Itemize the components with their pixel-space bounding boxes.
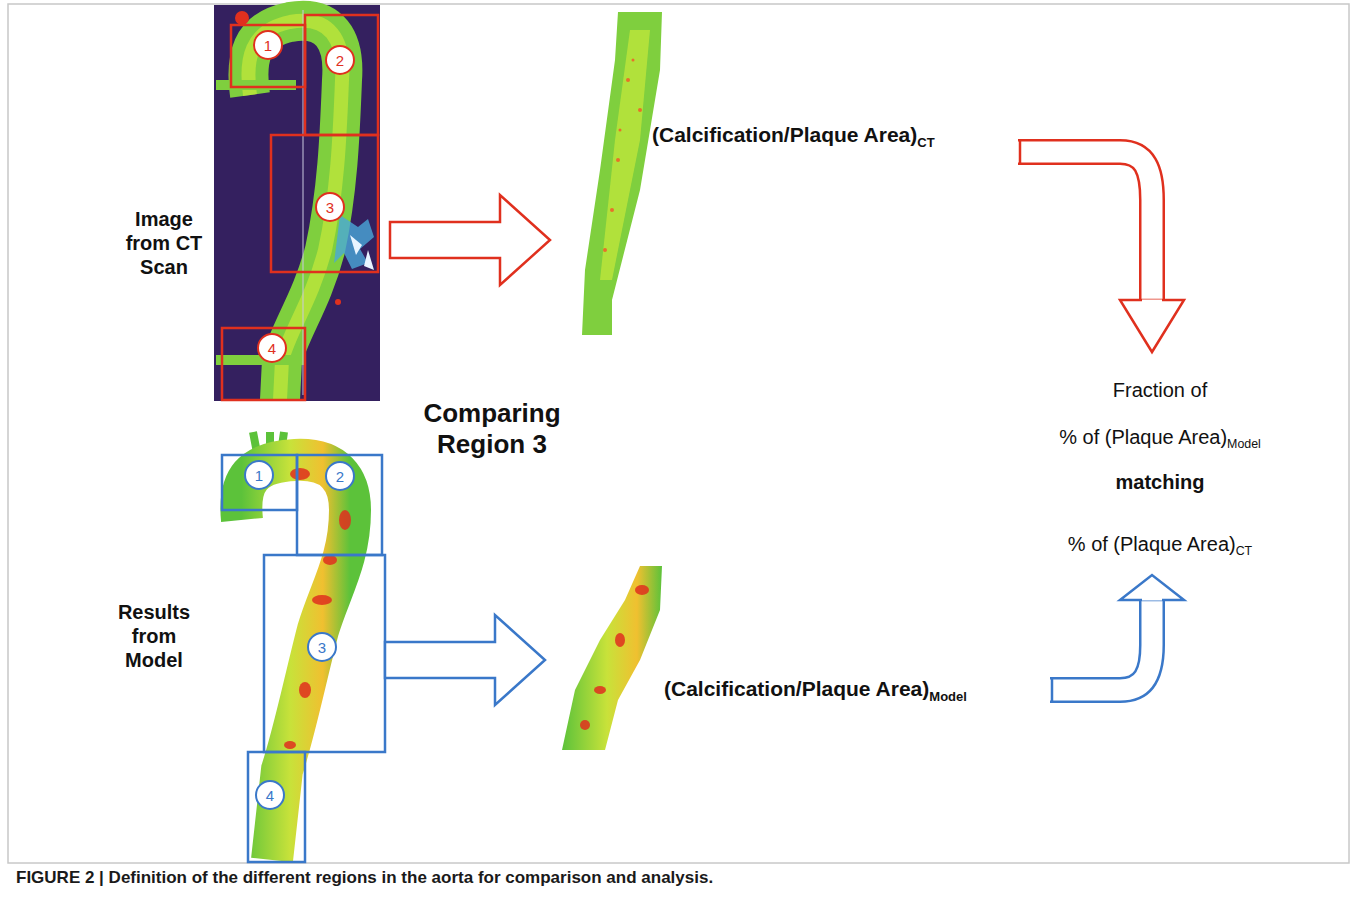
hollow-arrow <box>385 615 545 705</box>
region-number-circle: 4 <box>257 333 287 363</box>
result-text-box: % of (Plaque Area)Model <box>1020 425 1300 452</box>
row-label: Results from Model <box>118 601 190 671</box>
region-number-circle: 2 <box>325 461 355 491</box>
result-text-box: % of (Plaque Area)CT <box>1020 532 1300 559</box>
region-number: 4 <box>266 788 274 803</box>
model-aorta <box>222 432 385 862</box>
result-text: % of (Plaque Area) <box>1068 533 1236 555</box>
curved-arrow <box>1050 575 1184 703</box>
result-text-subscript: Model <box>1227 437 1261 451</box>
region-number-circle: 1 <box>244 460 274 490</box>
region-number: 3 <box>318 640 326 655</box>
region-number: 1 <box>264 38 272 53</box>
region-number: 1 <box>255 468 263 483</box>
ratio-label-subscript: Model <box>929 689 967 704</box>
comparison-title-box: Comparing Region 3 <box>392 398 592 460</box>
hollow-arrow <box>390 195 550 285</box>
region-number: 4 <box>268 341 276 356</box>
region-number: 2 <box>336 53 344 68</box>
region-number: 2 <box>336 469 344 484</box>
curved-arrow <box>1018 139 1184 352</box>
result-text-subscript: CT <box>1236 544 1253 558</box>
ct-crop <box>582 12 662 335</box>
ratio-label: (Calcification/Plaque Area) <box>664 677 929 700</box>
ratio-label: (Calcification/Plaque Area) <box>652 123 917 146</box>
comparison-title: Comparing Region 3 <box>423 398 560 459</box>
region-number-circle: 3 <box>315 192 345 222</box>
region-number: 3 <box>326 200 334 215</box>
row-label-box: Results from Model <box>108 600 200 672</box>
region-number-circle: 3 <box>307 632 337 662</box>
result-text: Fraction of <box>1113 379 1207 401</box>
region-number-circle: 2 <box>325 45 355 75</box>
result-text-box: Fraction of <box>1040 378 1280 402</box>
result-text-box: matching <box>1040 470 1280 494</box>
ratio-label-box: (Calcification/Plaque Area)Model <box>664 676 1064 704</box>
ratio-label-subscript: CT <box>917 135 934 150</box>
row-label-box: Image from CT Scan <box>118 207 210 279</box>
row-label: Image from CT Scan <box>126 208 203 278</box>
result-text: % of (Plaque Area) <box>1059 426 1227 448</box>
result-text: matching <box>1116 471 1205 493</box>
region-number-circle: 4 <box>255 780 285 810</box>
region-number-circle: 1 <box>253 30 283 60</box>
figure-frame <box>8 4 1349 863</box>
ct-image <box>214 5 380 401</box>
model-crop <box>562 566 662 750</box>
ratio-label-box: (Calcification/Plaque Area)CT <box>652 122 1012 150</box>
figure-caption: FIGURE 2 | Definition of the different r… <box>16 868 1336 888</box>
